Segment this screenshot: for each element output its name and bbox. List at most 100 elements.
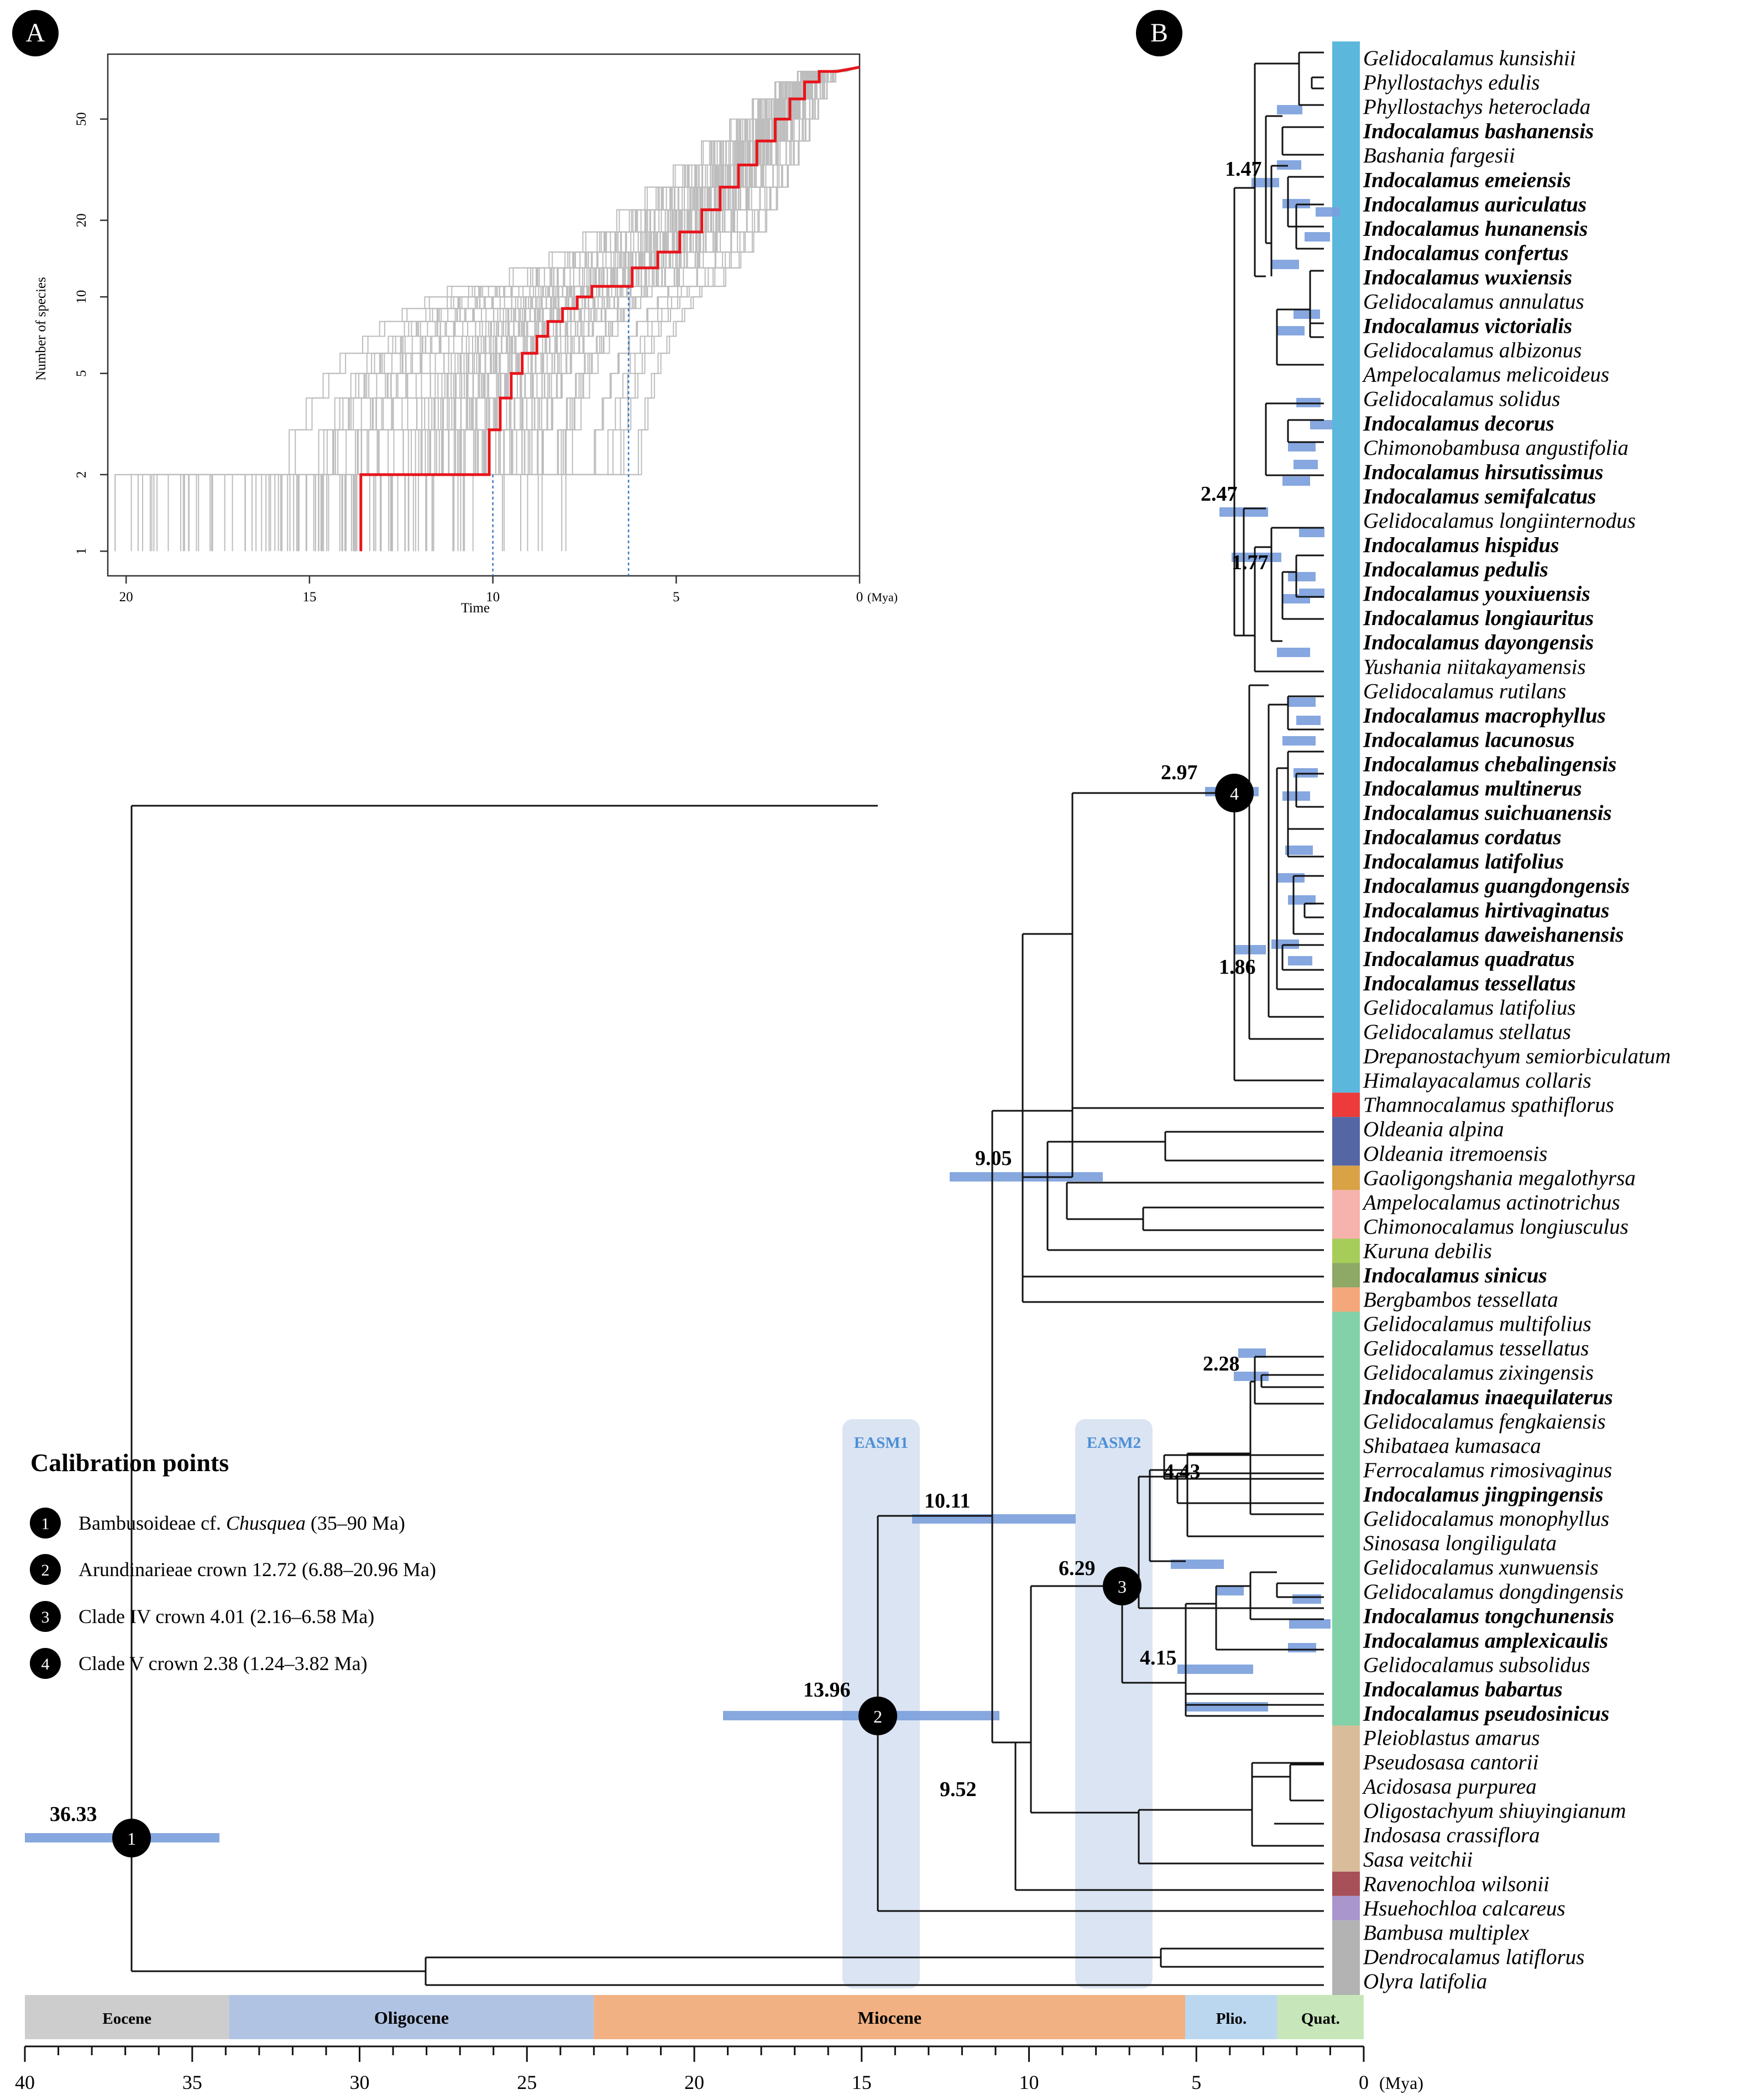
hpd-bar bbox=[1277, 648, 1310, 657]
tree-branch bbox=[1249, 1571, 1324, 1620]
taxon-label: Indocalamus hunanensis bbox=[1363, 217, 1588, 240]
clade-color-bar bbox=[1332, 1117, 1360, 1166]
clade-color-bars bbox=[1332, 41, 1360, 1998]
legend-marker-2 bbox=[30, 1554, 61, 1585]
time-tick-label: 35 bbox=[182, 2071, 202, 2093]
tree-branch bbox=[1254, 1356, 1324, 1405]
taxon-label: Gelidocalamus xunwuensis bbox=[1363, 1556, 1599, 1579]
epoch-label: Oligocene bbox=[374, 2008, 449, 2028]
epoch-band bbox=[25, 1995, 229, 2039]
taxon-label: Indocalamus hirtivaginatus bbox=[1363, 899, 1609, 922]
legend-item-2: Arundinarieae crown 12.72 (6.88–20.96 Ma… bbox=[78, 1558, 436, 1581]
taxon-label: Gelidocalamus subsolidus bbox=[1363, 1653, 1590, 1677]
legend-item-1: Bambusoideae cf. Chusquea (35–90 Ma) bbox=[78, 1512, 405, 1534]
tree-branch bbox=[1276, 767, 1324, 990]
taxon-label: Bambusa multiplex bbox=[1363, 1921, 1530, 1945]
tree-branch bbox=[1071, 792, 1324, 1109]
panel-b: B EASM1 EASM2 bbox=[15, 10, 1671, 2093]
time-tick-label: 10 bbox=[1019, 2071, 1039, 2093]
ltt-xtick-label: 20 bbox=[119, 590, 133, 605]
hpd-bar bbox=[1289, 1619, 1331, 1629]
hpd-bar bbox=[1288, 1643, 1316, 1652]
hpd-bar bbox=[1277, 105, 1302, 114]
easm2-band bbox=[1075, 1419, 1153, 1988]
taxon-label: Gelidocalamus zixingensis bbox=[1363, 1361, 1594, 1385]
epoch-label: Quat. bbox=[1301, 2010, 1340, 2028]
taxon-label: Indocalamus auriculatus bbox=[1363, 192, 1586, 216]
tree-branch bbox=[1276, 1582, 1324, 1598]
hpd-bar bbox=[1288, 442, 1316, 452]
tree-branch bbox=[1233, 793, 1324, 1082]
taxon-label: Himalayacalamus collaris bbox=[1363, 1069, 1591, 1093]
legend-marker-3 bbox=[30, 1601, 61, 1632]
clade-color-bar bbox=[1332, 1287, 1360, 1312]
epoch-band bbox=[594, 1995, 1186, 2039]
taxon-label: Indocalamus macrophyllus bbox=[1363, 704, 1606, 727]
taxon-label: Chimonobambusa angustifolia bbox=[1363, 436, 1628, 460]
epoch-label: Eocene bbox=[102, 2010, 151, 2028]
tree-branch bbox=[1149, 1469, 1187, 1562]
taxon-label: Indocalamus cordatus bbox=[1363, 826, 1562, 849]
taxon-label: Sasa veitchii bbox=[1363, 1848, 1473, 1872]
ltt-plot-frame bbox=[107, 53, 861, 577]
tree-branches bbox=[130, 51, 1324, 1986]
legend-marker-label: 4 bbox=[41, 1655, 50, 1673]
taxon-label: Indocalamus tessellatus bbox=[1363, 972, 1576, 995]
taxon-label: Indocalamus emeiensis bbox=[1363, 168, 1571, 192]
taxon-label: Kuruna debilis bbox=[1363, 1239, 1492, 1263]
taxon-label: Acidosasa purpurea bbox=[1362, 1775, 1537, 1799]
taxon-label: Indocalamus longiauritus bbox=[1363, 606, 1594, 630]
calibration-node-label: 3 bbox=[1118, 1577, 1127, 1597]
legend-marker-label: 3 bbox=[41, 1608, 50, 1626]
taxon-label: Oldeania alpina bbox=[1363, 1117, 1504, 1141]
taxon-label: Gelidocalamus tessellatus bbox=[1363, 1337, 1589, 1361]
easm2-label: EASM2 bbox=[1087, 1434, 1141, 1452]
ltt-ytick-label: 50 bbox=[74, 112, 89, 126]
hpd-bar bbox=[1310, 420, 1332, 429]
panel-b-badge bbox=[1136, 10, 1182, 56]
taxon-label: Bashania fargesii bbox=[1363, 144, 1515, 167]
easm1-label: EASM1 bbox=[854, 1434, 908, 1452]
calibration-node-label: 2 bbox=[873, 1707, 882, 1726]
clade-color-bar bbox=[1332, 1238, 1360, 1263]
calibration-node-label: 4 bbox=[1230, 784, 1239, 804]
tree-branch bbox=[1185, 1603, 1324, 1706]
node-age: 2.97 bbox=[1161, 761, 1198, 784]
clade-color-bar bbox=[1332, 1093, 1360, 1117]
taxon-label: Gelidocalamus solidus bbox=[1363, 387, 1560, 411]
taxon-label: Pleioblastus amarus bbox=[1363, 1726, 1540, 1750]
hpd-bar bbox=[1271, 260, 1299, 269]
ltt-replicate-curve bbox=[561, 66, 860, 552]
tree-branch bbox=[1215, 1585, 1324, 1651]
tree-branch bbox=[1254, 546, 1324, 673]
ltt-ytick-label: 10 bbox=[74, 290, 89, 304]
legend-marker-label: 2 bbox=[41, 1561, 50, 1579]
hpd-bar bbox=[1282, 736, 1316, 746]
hpd-bar bbox=[1234, 1372, 1269, 1381]
taxon-label: Shibataea kumasaca bbox=[1363, 1434, 1541, 1458]
time-tick-label: 40 bbox=[15, 2071, 35, 2093]
ltt-xlabel: Time bbox=[461, 601, 490, 616]
hpd-bar bbox=[1285, 846, 1313, 855]
hpd-bar bbox=[1185, 1702, 1268, 1712]
hpd-bar bbox=[1294, 460, 1318, 469]
tree-branch bbox=[1163, 1454, 1324, 1480]
clade-color-bar bbox=[1332, 1725, 1360, 1872]
hpd-bar bbox=[1305, 232, 1330, 242]
taxon-label: Bergbambos tessellata bbox=[1363, 1288, 1558, 1312]
ltt-ytick-label: 2 bbox=[74, 471, 89, 479]
taxon-label: Indocalamus latifolius bbox=[1363, 850, 1564, 874]
time-tick-label: 5 bbox=[1191, 2071, 1201, 2093]
taxon-label: Indocalamus pseudosinicus bbox=[1363, 1702, 1609, 1725]
clade-color-bar bbox=[1332, 1263, 1360, 1288]
clade-color-bar bbox=[1332, 1311, 1360, 1726]
tree-branch bbox=[1274, 1799, 1324, 1825]
hpd-bar bbox=[1282, 476, 1310, 486]
epoch-band bbox=[1277, 1995, 1364, 2039]
clade-color-bar bbox=[1332, 1896, 1360, 1920]
taxon-label: Dendrocalamus latiflorus bbox=[1363, 1945, 1584, 1969]
node-age: 1.47 bbox=[1225, 158, 1262, 181]
hpd-bar bbox=[1299, 528, 1324, 537]
